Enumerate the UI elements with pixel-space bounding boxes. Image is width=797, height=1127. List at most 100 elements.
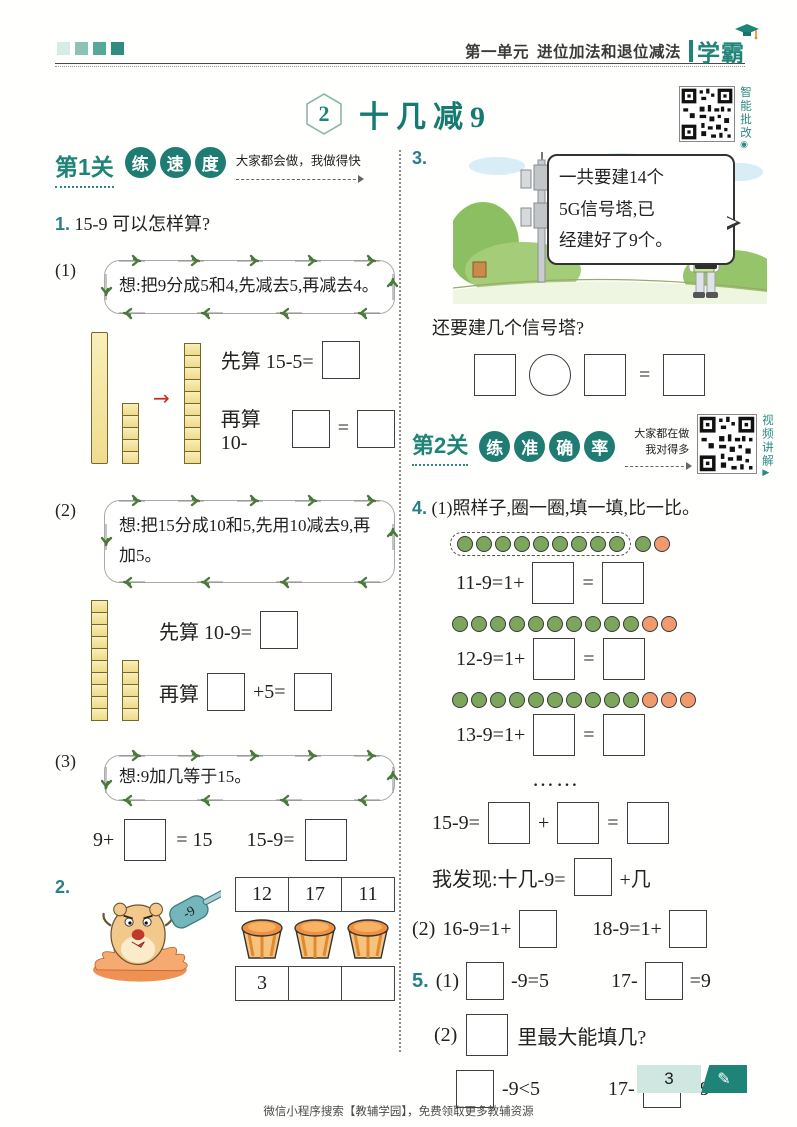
- answer-box[interactable]: [644, 962, 683, 1000]
- green-dot: [565, 692, 582, 708]
- table-cell: 17: [288, 878, 341, 911]
- gate2-header: 第2关 练准确率 大家都在做 我对得多 视频讲解▶: [412, 414, 773, 480]
- unit-label: 第一单元: [464, 44, 529, 61]
- answer-box[interactable]: [601, 562, 644, 604]
- dashed-arrow: [235, 173, 364, 183]
- page-number-badge: 3 ✎: [637, 1065, 747, 1093]
- green-dot: [456, 536, 473, 552]
- answer-box[interactable]: [207, 673, 245, 712]
- table-cell: 12: [236, 878, 288, 911]
- footer-promo-text: 微信小程序搜索【教辅学园】，免费领取更多教辅资源: [263, 1106, 534, 1118]
- q1-part3: (3) 想:9加几等于15。: [55, 741, 399, 807]
- answer-box[interactable]: [533, 638, 576, 680]
- right-column: 3.: [412, 148, 780, 1108]
- q1-p1-label: (1): [55, 260, 76, 280]
- answer-box[interactable]: [293, 673, 332, 712]
- leaf-ornament: [386, 766, 399, 793]
- answer-box[interactable]: [626, 802, 669, 844]
- answer-cell[interactable]: [288, 967, 341, 1000]
- answer-box[interactable]: [291, 409, 330, 448]
- lesson-number-hexagon: 2: [305, 93, 343, 135]
- orange-dot: [653, 536, 670, 552]
- q4-equation-13: 13-9=1+ =: [456, 714, 764, 756]
- unit-cube: [183, 450, 201, 464]
- ellipsis: ……: [532, 766, 580, 791]
- q3-scene: 一共要建14个 5G信号塔,已 经建好了9个。: [447, 152, 780, 304]
- dashed-arrow: [625, 460, 693, 470]
- answer-box[interactable]: [456, 1070, 494, 1108]
- green-dot: [603, 692, 620, 708]
- qr-video-label: 视频讲解▶: [760, 414, 773, 480]
- table-cell: 11: [341, 878, 394, 911]
- answer-box[interactable]: [466, 1014, 509, 1056]
- badge-circle: 率: [584, 431, 616, 462]
- answer-box[interactable]: [532, 562, 575, 604]
- green-dot: [608, 536, 625, 552]
- q1-p1-equations: 先算 15-5= 再算 10- =: [221, 340, 395, 455]
- badge-circle: 练: [479, 431, 511, 462]
- answer-box[interactable]: [304, 819, 347, 861]
- base-ten-blocks: [91, 600, 139, 722]
- answer-box[interactable]: [259, 611, 298, 650]
- ten-rod: [91, 331, 108, 464]
- green-dot: [527, 616, 544, 632]
- header-deco-squares: [57, 42, 124, 55]
- q1-p3-hint-box: 想:9加几等于15。: [100, 750, 399, 807]
- leaf-ornament: [100, 274, 113, 301]
- five-cube-stack: [122, 402, 139, 464]
- orange-dot: [641, 692, 658, 708]
- q1-question: 1. 15-9 可以怎样算?: [55, 214, 210, 234]
- ten-cube-stack: [183, 342, 201, 464]
- q3-block: 3.: [412, 148, 780, 304]
- orange-dot: [641, 616, 658, 632]
- badge-circle: 速: [159, 147, 191, 178]
- green-dot: [622, 692, 639, 708]
- q3-question: 还要建几个信号塔?: [432, 318, 584, 338]
- gate1-label: 第1关: [55, 148, 114, 188]
- q5-part1: 5. (1) -9=5 17- =9: [412, 962, 764, 1000]
- q1-p2-label: (2): [55, 499, 76, 520]
- leaf-ornament: [386, 524, 399, 551]
- green-dot: [494, 536, 511, 552]
- q1-part2: (2) 想:把15分成10和5,先用10减去9,再加5。: [55, 486, 399, 589]
- header-rule: [55, 63, 745, 64]
- q1-p3-label: (3): [55, 751, 76, 772]
- answer-box[interactable]: [357, 409, 395, 448]
- answer-box[interactable]: [124, 819, 167, 861]
- answer-box[interactable]: [518, 910, 557, 948]
- q4-question: 4. (1)照样子,圈一圈,填一填,比一比。: [412, 498, 701, 518]
- orange-dot: [660, 616, 677, 632]
- equation: 先算 15-5=: [221, 340, 395, 379]
- orange-dot: [660, 692, 677, 708]
- answer-box[interactable]: [533, 714, 576, 756]
- answer-box[interactable]: [602, 638, 645, 680]
- q3-equation: =: [474, 354, 764, 396]
- pencil-icon: ✎: [701, 1065, 747, 1093]
- q4-equation-11: 11-9=1+ =: [456, 562, 764, 604]
- green-dot: [603, 616, 620, 632]
- answer-box[interactable]: [584, 354, 626, 396]
- answer-cell[interactable]: [341, 967, 394, 1000]
- answer-box[interactable]: [321, 340, 360, 379]
- q2-bottom-row: 3: [235, 966, 395, 1001]
- green-dot: [508, 692, 525, 708]
- green-dot: [489, 692, 506, 708]
- answer-box[interactable]: [668, 910, 707, 948]
- answer-box[interactable]: [474, 354, 516, 396]
- gate2-label: 第2关: [412, 428, 469, 466]
- q1-p2-figure-row: 先算 10-9= 再算 +5=: [91, 600, 395, 722]
- answer-box[interactable]: [602, 714, 645, 756]
- gate2-tagline: 大家都在做 我对得多: [625, 425, 693, 470]
- answer-box[interactable]: [466, 962, 505, 1000]
- answer-box[interactable]: [487, 802, 530, 844]
- q1-p3-hint: 想:9加几等于15。: [119, 767, 252, 787]
- green-dot: [570, 536, 587, 552]
- answer-box[interactable]: [557, 802, 600, 844]
- answer-box[interactable]: [663, 354, 706, 396]
- answer-box[interactable]: [573, 858, 612, 896]
- operator-circle[interactable]: [529, 354, 571, 396]
- unit-cube: [91, 708, 108, 722]
- brand-name: 学霸: [697, 40, 745, 66]
